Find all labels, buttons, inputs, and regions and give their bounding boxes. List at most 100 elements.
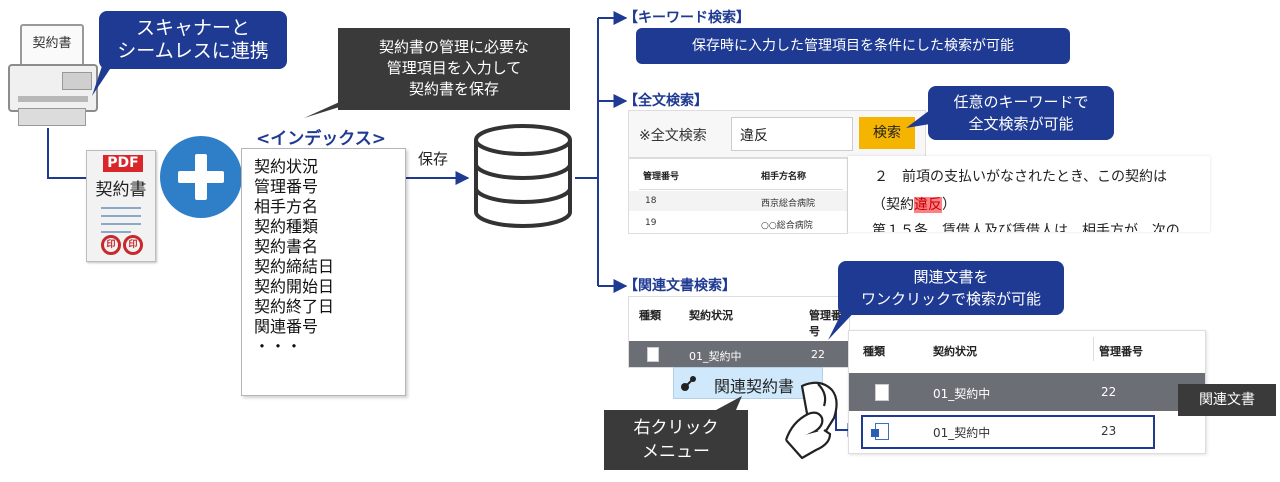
keyword-search-desc: 保存時に入力した管理項目を条件にした検索が可能 (636, 28, 1070, 64)
doc-line (101, 223, 141, 225)
plus-bar-v (195, 154, 207, 200)
doc-line (101, 207, 141, 209)
doc-file-icon (647, 347, 659, 362)
fulltext-search-button[interactable]: 検索 (859, 117, 915, 149)
table-row-related[interactable]: 01_契約中 23 (861, 415, 1155, 449)
index-panel: 契約状況 管理番号 相手方名 契約種類 契約書名 契約締結日 契約開始日 契約終… (241, 148, 406, 396)
header-separator (639, 189, 843, 190)
table-cell: 22 (1101, 385, 1117, 399)
table-cell: 西京総合病院 (761, 199, 816, 209)
related-callout-line2: ワンクリックで検索が可能 (860, 290, 1041, 308)
scanner-tray (18, 108, 86, 126)
preview-line2-post: ） (942, 197, 956, 213)
index-item: 契約開始日 (254, 277, 335, 296)
save-callout-line2: 管理項目を入力して (386, 59, 522, 77)
scanner-callout-line2: シームレスに連携 (117, 40, 269, 62)
doc-line (101, 215, 141, 217)
table-cell: ○○総合病院 (761, 221, 813, 231)
word-file-badge (871, 429, 879, 437)
fulltext-search-title: 【全文検索】 (624, 93, 708, 109)
table-header: 管理番号 (643, 172, 680, 182)
scanner-slot (18, 96, 88, 102)
scanner-illustration: 契約書 (8, 8, 98, 126)
preview-line2: （契約違反） (872, 194, 956, 214)
related-doc-label: 関連文書 (1178, 384, 1276, 416)
pdf-tag: PDF (103, 155, 143, 172)
table-row[interactable]: 19 ○○総合病院 (629, 213, 847, 233)
index-item: 契約締結日 (254, 257, 335, 276)
preview-line2-pre: （契約 (872, 197, 914, 213)
header-separator (1093, 337, 1094, 361)
doc-file-icon (875, 384, 889, 401)
right-click-line2: メニュー (642, 442, 710, 462)
index-item: 契約種類 (254, 217, 319, 236)
table-cell: 18 (645, 196, 657, 206)
save-label: 保存 (418, 150, 449, 168)
table-row[interactable]: 01_契約中 22 (849, 373, 1205, 411)
table-row[interactable]: 01_契約中 22 (629, 341, 849, 367)
table-cell: 01_契約中 (933, 426, 991, 440)
save-callout-line3: 契約書を保存 (408, 80, 499, 98)
save-callout-tail (304, 100, 362, 118)
table-header: 相手方名称 (761, 172, 807, 182)
index-item: 関連番号 (254, 317, 319, 336)
related-search-title: 【関連文書検索】 (624, 278, 736, 294)
table-header: 契約状況 (689, 309, 733, 322)
right-click-callout-tail (716, 396, 742, 410)
document-preview: ２ 前項の支払いがなされたとき、この契約は （契約違反） 第１５条 賃借人及び賃… (848, 156, 1210, 232)
index-title: <インデックス> (256, 129, 386, 149)
keyword-search-desc-text: 保存時に入力した管理項目を条件にした検索が可能 (692, 38, 1014, 54)
index-item: 契約書名 (254, 237, 319, 256)
right-click-callout: 右クリック メニュー (604, 410, 748, 470)
scanner-callout: スキャナーと シームレスに連携 (99, 11, 287, 69)
fulltext-callout-line1: 任意のキーワードで (953, 93, 1089, 111)
context-menu-label: 関連契約書 (714, 377, 795, 396)
scanner-panel (62, 72, 92, 90)
link-icon (681, 376, 696, 391)
fulltext-input[interactable]: 違反 (731, 117, 853, 151)
seal-2: 印 (123, 235, 143, 255)
save-callout-line1: 契約書の管理に必要な (378, 38, 529, 56)
scanner-body (8, 64, 98, 112)
fulltext-result-table: 管理番号 相手方名称 18 西京総合病院 19 ○○総合病院 (628, 158, 848, 234)
mouse-hand-icon (784, 381, 838, 460)
scanner-callout-line1: スキャナーと (135, 17, 250, 39)
scanner-callout-tail (92, 60, 116, 96)
database-icon (474, 124, 572, 228)
index-item: ・・・ (254, 337, 303, 356)
index-item: 契約終了日 (254, 297, 335, 316)
context-menu-related[interactable]: 関連契約書 (673, 367, 823, 399)
preview-highlight: 違反 (914, 197, 942, 213)
related-front-table: 種類 契約状況 管理番号 01_契約中 22 01_契約中 23 (848, 330, 1206, 454)
table-cell: 01_契約中 (689, 350, 742, 363)
fulltext-callout: 任意のキーワードで 全文検索が可能 (928, 86, 1114, 140)
doc-line (101, 231, 131, 233)
preview-line3: 第１５条 賃借人及び賃借人は、相手方が、次の (872, 223, 1180, 232)
index-item: 管理番号 (254, 177, 319, 196)
table-header: 種類 (863, 345, 885, 358)
fulltext-callout-line2: 全文検索が可能 (968, 115, 1074, 133)
table-row[interactable]: 18 西京総合病院 (629, 191, 847, 211)
preview-line1: ２ 前項の支払いがなされたとき、この契約は (874, 169, 1168, 185)
related-back-table: 種類 契約状況 管理番号 01_契約中 22 (628, 296, 850, 368)
pdf-title: 契約書 (95, 180, 147, 200)
scanner-doc-label: 契約書 (32, 36, 72, 51)
fulltext-input-value: 違反 (740, 128, 768, 144)
keyword-search-title: 【キーワード検索】 (624, 10, 750, 26)
related-callout: 関連文書を ワンクリックで検索が可能 (838, 261, 1064, 315)
index-item: 相手方名 (254, 197, 319, 216)
related-callout-line1: 関連文書を (913, 268, 989, 286)
related-doc-label-text: 関連文書 (1199, 392, 1255, 408)
table-header: 契約状況 (933, 345, 977, 358)
table-cell: 01_契約中 (933, 387, 991, 401)
fulltext-label: ※全文検索 (639, 128, 707, 144)
right-click-line1: 右クリック (633, 418, 719, 438)
plus-icon (160, 136, 242, 218)
table-cell: 19 (645, 218, 657, 228)
table-cell: 22 (811, 348, 825, 361)
save-callout: 契約書の管理に必要な 管理項目を入力して 契約書を保存 (338, 28, 570, 110)
related-callout-tail (828, 304, 862, 340)
table-header: 種類 (639, 309, 661, 322)
table-header: 管理番号 (809, 309, 842, 338)
pdf-document: PDF 契約書 印 印 (86, 150, 156, 262)
